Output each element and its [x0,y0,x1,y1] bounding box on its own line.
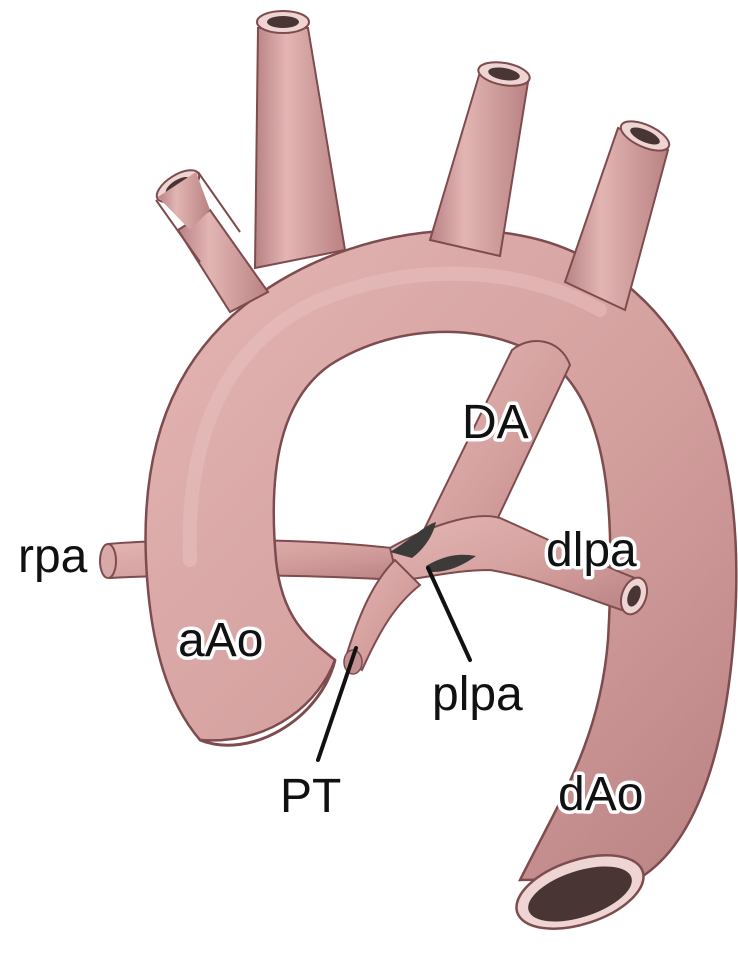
label-dAo: dAo [558,768,643,821]
label-DA: DA [462,396,529,449]
label-PT: PT [280,770,341,823]
left-common-carotid-artery [255,11,345,268]
label-rpa: rpa [18,530,88,583]
left-subclavian-branch-2 [565,115,673,310]
label-plpa: plpa [432,668,523,721]
plpa-leader-line [428,568,470,660]
label-aAo: aAo [178,614,263,667]
left-subclavian-branch-1 [430,59,532,256]
label-dlpa: dlpa [546,524,637,577]
brachiocephalic-trunk [152,164,268,312]
